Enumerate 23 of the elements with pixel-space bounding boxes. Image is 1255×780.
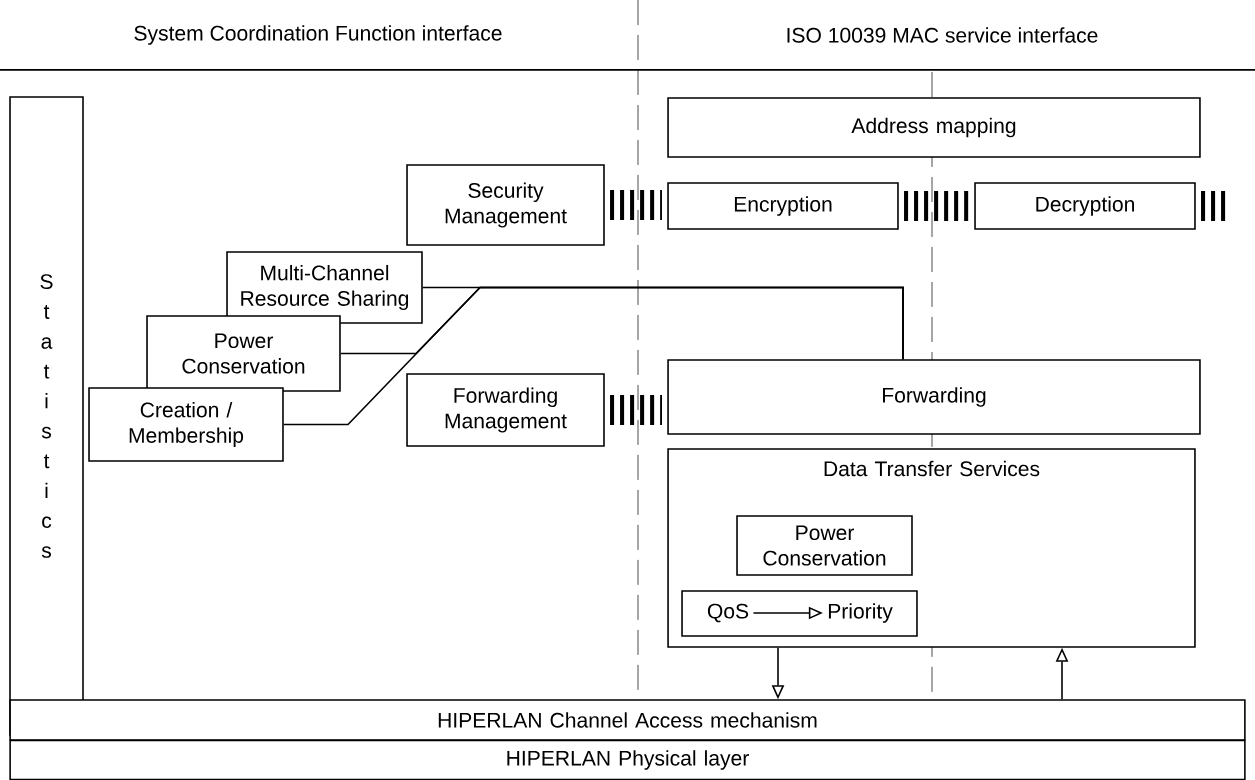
function-box: Forwarding: [667, 359, 1201, 435]
interface-label: ISO 10039 MAC service interface: [787, 27, 1098, 43]
function-box: Power Conservation: [736, 515, 913, 576]
function-box: Decryption: [974, 182, 1196, 230]
function-box: Creation / Membership: [88, 387, 284, 462]
function-box: Power Conservation: [146, 315, 341, 392]
statistics-bar: Statistics: [9, 96, 84, 736]
function-box: [681, 590, 918, 637]
function-box: Address mapping: [667, 97, 1201, 158]
function-box: HIPERLAN Physical layer: [9, 739, 1246, 780]
box-label: Priority: [828, 603, 893, 623]
interface-label: System Coordination Function interface: [134, 25, 502, 45]
function-box: Encryption: [667, 182, 899, 230]
function-box: HIPERLAN Channel Access mechanism: [9, 699, 1246, 741]
coupling-bars: [610, 190, 662, 220]
coupling-bars: [1201, 191, 1227, 221]
box-label: QoS: [707, 603, 749, 623]
function-box: Forwarding Management: [406, 373, 605, 447]
coupling-bars: [610, 395, 662, 425]
function-box: Security Management: [406, 164, 605, 246]
connector-line: [283, 286, 904, 426]
coupling-bars: [904, 191, 969, 221]
function-box: Multi-Channel Resource Sharing: [226, 251, 423, 324]
